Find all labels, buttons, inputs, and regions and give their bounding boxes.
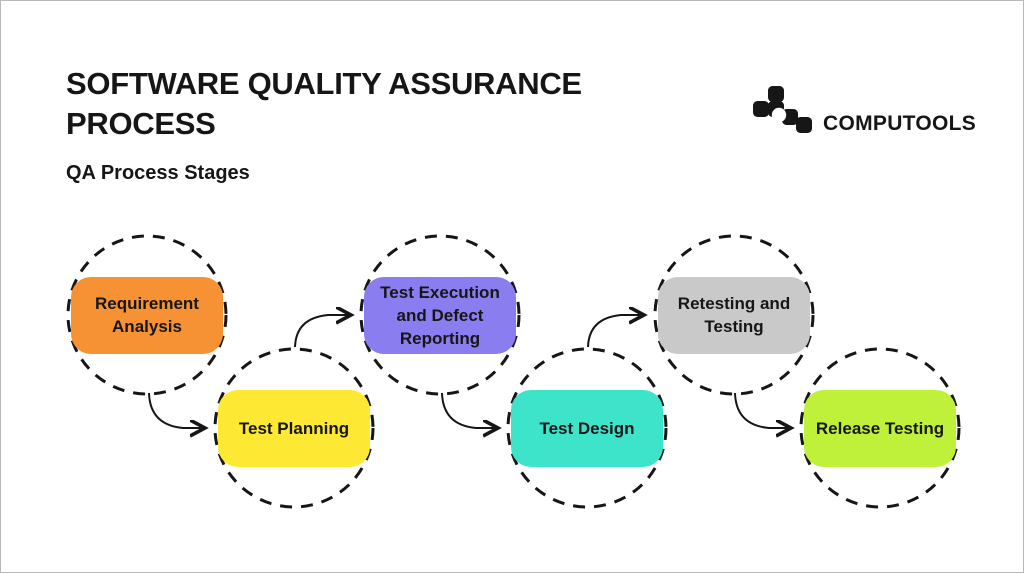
stage-circle-1 (66, 234, 228, 396)
computools-logo-text: COMPUTOOLS (823, 112, 977, 135)
stage-node-test-design: Test Design (511, 389, 663, 467)
stage-node-test-planning: Test Planning (218, 389, 370, 467)
stage-node-retesting-and-testing: Retesting and Testing (658, 276, 810, 354)
flow-arrow-2-3 (294, 315, 351, 348)
flow-arrow-4-5 (587, 315, 644, 348)
computools-logo-icon (753, 86, 812, 133)
flow-arrow-1-2 (148, 392, 205, 428)
flow-arrow-5-6 (734, 392, 791, 428)
computools-logo: COMPUTOOLS (753, 85, 976, 137)
page-title: SOFTWARE QUALITY ASSURANCE PROCESS (66, 66, 582, 141)
stage-node-test-execution-defect-reporting: Test Execution and Defect Reporting (364, 276, 516, 354)
flow-arrow-3-4 (441, 392, 498, 428)
stage-circle-5 (653, 234, 815, 396)
stage-circle-2 (213, 347, 375, 509)
stage-node-requirement-analysis: Requirement Analysis (71, 276, 223, 354)
stage-circle-6 (799, 347, 961, 509)
stage-circle-4 (506, 347, 668, 509)
page-subtitle: QA Process Stages (66, 162, 250, 184)
stage-circle-3 (359, 234, 521, 396)
stage-node-release-testing: Release Testing (804, 389, 956, 467)
